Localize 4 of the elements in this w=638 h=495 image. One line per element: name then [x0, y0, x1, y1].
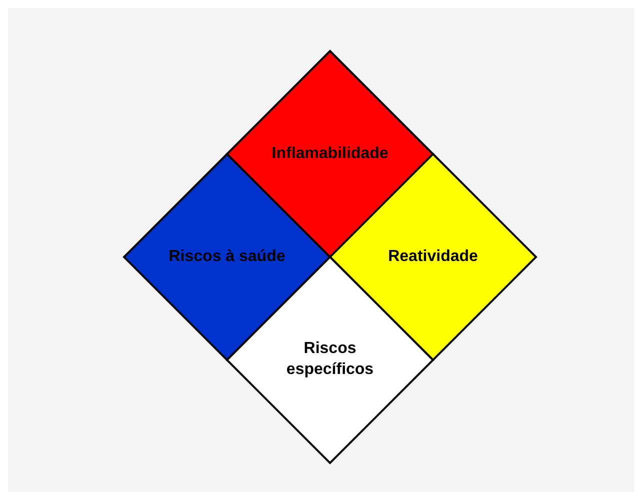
diamond-label: Riscos à saúde	[168, 246, 286, 267]
diamond-label: Reatividade	[388, 246, 478, 267]
diamond-label: Inflamabilidade	[272, 144, 388, 164]
diamond-label: Riscos específicos	[285, 339, 375, 380]
